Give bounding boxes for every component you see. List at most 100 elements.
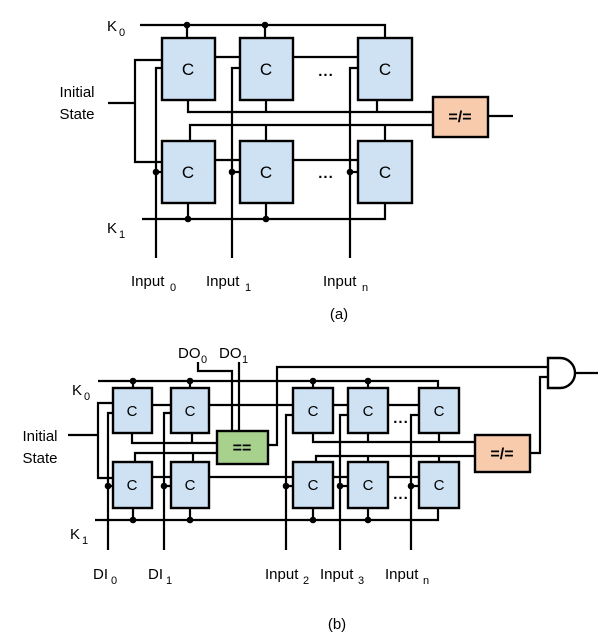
cell-letter: C	[182, 163, 194, 182]
inputn-subscript: n	[362, 282, 368, 294]
diagram-b: C C C C C C C C C C ... ... == =/= DO 0 …	[22, 345, 598, 633]
cell-letter: C	[127, 403, 138, 420]
cell-box	[356, 139, 414, 205]
cell-letter: C	[363, 477, 374, 494]
cell-box	[169, 460, 211, 510]
k0-label: K	[72, 382, 82, 399]
ellipsis: ...	[393, 486, 409, 503]
junction-dot	[282, 482, 290, 490]
cell-box	[111, 386, 154, 435]
caption-a: (a)	[330, 306, 348, 323]
input2-label: Input	[265, 566, 299, 583]
comparator-box	[473, 433, 532, 474]
caption-b: (b)	[328, 616, 346, 633]
k0-bus-wire	[98, 379, 440, 388]
junction-dot	[186, 516, 194, 524]
cell-letter: C	[260, 163, 272, 182]
do0-label: DO	[178, 345, 201, 362]
input3-label: Input	[320, 566, 354, 583]
do0-wire	[196, 362, 234, 431]
di0-label: DI	[93, 566, 108, 583]
junction-dot	[104, 482, 112, 490]
k1-bus-wire	[142, 203, 387, 221]
cell-box	[238, 139, 295, 205]
cell-letter: C	[185, 477, 196, 494]
di1-label: DI	[148, 566, 163, 583]
k1-subscript: 1	[119, 229, 125, 241]
cell-letter: C	[308, 477, 319, 494]
initial-state-label: State	[59, 106, 94, 123]
input1-label: Input	[206, 273, 240, 290]
input0-subscript: 0	[170, 282, 176, 294]
input1-subscript: 1	[245, 282, 251, 294]
cell-box	[160, 139, 217, 205]
cell-letter: C	[363, 403, 374, 420]
comparator-label: =/=	[448, 109, 471, 126]
input3-wire	[338, 413, 348, 550]
cell-letter: C	[434, 477, 445, 494]
input0-label: Input	[131, 273, 165, 290]
initial-state-label: Initial	[22, 428, 57, 445]
k1-label: K	[107, 220, 117, 237]
input3-subscript: 3	[358, 575, 364, 587]
cell-box	[346, 386, 390, 435]
junction-dot	[346, 168, 354, 176]
junction-dot	[364, 516, 372, 524]
junction-dot	[152, 168, 160, 176]
initial-state-label: State	[22, 450, 57, 467]
cell-box	[291, 386, 335, 435]
k0-label: K	[107, 18, 117, 35]
junction-dot	[183, 21, 191, 29]
k1-label: K	[70, 526, 80, 543]
do1-subscript: 1	[242, 354, 248, 366]
initial-state-label: Initial	[59, 84, 94, 101]
junction-dot	[309, 516, 317, 524]
inputn-subscript: n	[423, 575, 429, 587]
equality-label: ==	[233, 440, 252, 457]
cell-letter: C	[185, 403, 196, 420]
equality-to-and-wire	[268, 365, 548, 447]
inputn-wire	[348, 66, 358, 258]
state-bus-lower-left-wire	[133, 451, 217, 462]
inputn-wire	[409, 413, 419, 550]
k1-bus-wire	[95, 508, 440, 522]
junction-dot	[129, 516, 137, 524]
cell-box	[346, 460, 390, 510]
comparator-to-and-wire	[530, 375, 548, 455]
junction-dot	[261, 21, 269, 29]
junction-dot	[228, 168, 236, 176]
cell-letter: C	[434, 403, 445, 420]
equality-box	[215, 429, 270, 466]
junction-dot	[262, 215, 270, 223]
do0-subscript: 0	[201, 354, 207, 366]
k0-subscript: 0	[119, 27, 125, 39]
and-gate	[546, 356, 577, 390]
junction-dot	[160, 482, 168, 490]
cell-box	[356, 36, 414, 102]
junction-dot	[184, 215, 192, 223]
comparator-label: =/=	[490, 446, 513, 463]
junction-dot	[309, 377, 317, 385]
di1-subscript: 1	[166, 575, 172, 587]
junction-dot	[186, 377, 194, 385]
initial-state-wire	[108, 58, 162, 164]
state-bus-upper-wire	[186, 100, 433, 114]
state-bus-lower-wire	[188, 123, 433, 141]
cell-box	[417, 460, 461, 510]
cell-box	[238, 36, 295, 102]
ellipsis: ...	[393, 410, 409, 427]
cell-box	[160, 36, 217, 102]
junction-dot	[336, 482, 344, 490]
junction-dot	[364, 377, 372, 385]
diagram-a: C C C C C C ... ... =/= K 0 Initial Stat…	[59, 18, 513, 323]
ellipsis: ...	[318, 63, 334, 80]
cell-box	[291, 460, 335, 510]
initial-state-wire	[68, 401, 113, 480]
state-bus-upper-left-wire	[130, 433, 217, 445]
ellipsis: ...	[318, 165, 334, 182]
junction-dot	[129, 377, 137, 385]
cell-letter: C	[127, 477, 138, 494]
inputn-label: Input	[385, 566, 419, 583]
cell-box	[169, 386, 211, 435]
k1-subscript: 1	[82, 535, 88, 547]
